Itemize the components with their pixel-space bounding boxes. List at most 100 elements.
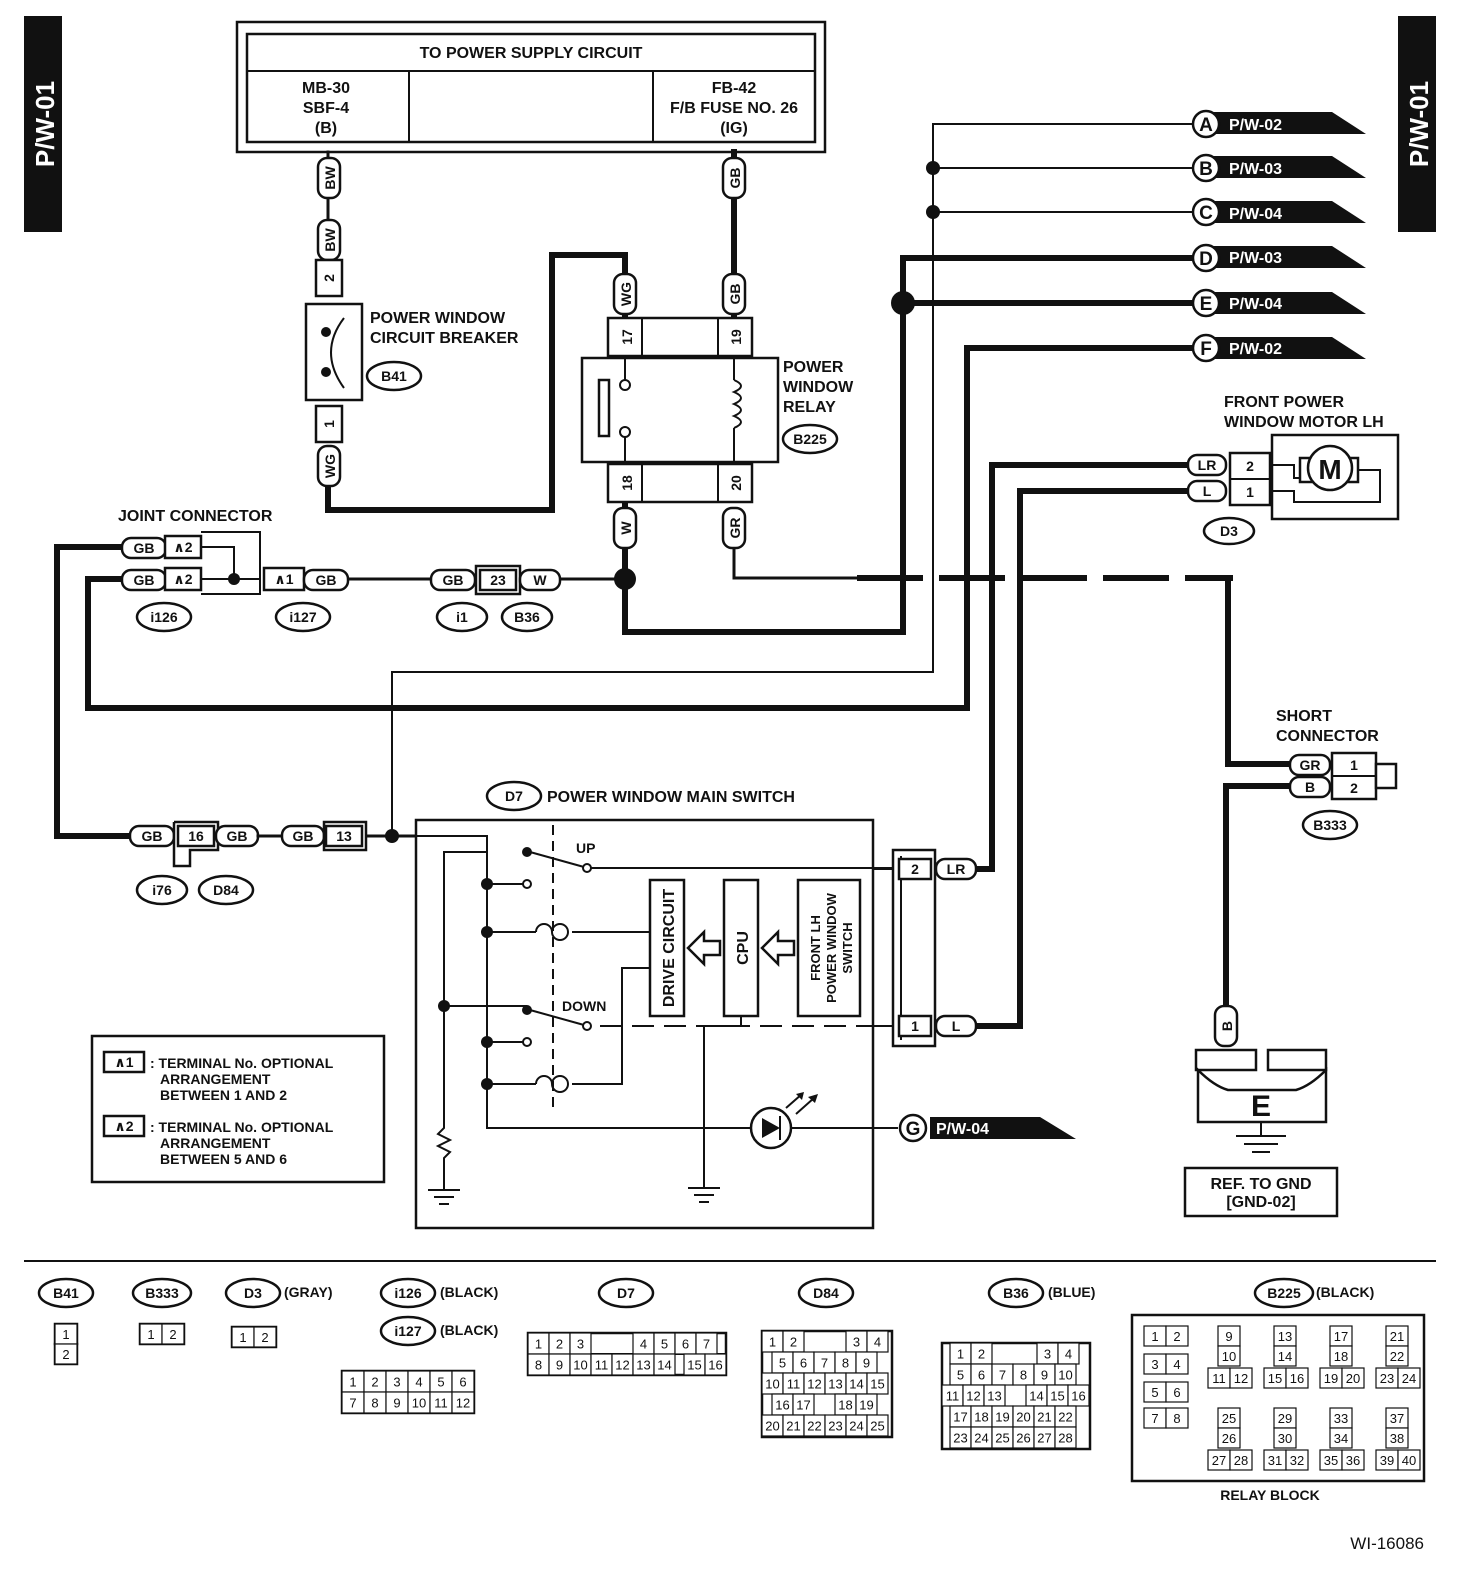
- supply-right-line1: FB-42: [712, 80, 757, 97]
- b36-pin-15: 15: [1050, 1389, 1064, 1404]
- ref-d-letter: D: [1199, 249, 1213, 270]
- short-wire-b: B: [1305, 779, 1315, 795]
- d7-pin-15: 15: [687, 1358, 701, 1373]
- wire-tags-vertical: BW BW WG GB WG GB W GR B: [316, 156, 1239, 1048]
- d84-wire-gb-1: GB: [142, 828, 163, 844]
- d84-pin-9: 9: [863, 1356, 870, 1371]
- cv-b36-name: B36: [1003, 1285, 1029, 1301]
- supply-left-line1: MB-30: [302, 80, 350, 97]
- b225-pin-20-cell: [1341, 1367, 1365, 1389]
- cv-d3-note: (GRAY): [284, 1284, 333, 1300]
- d84-pin-20: 20: [765, 1419, 779, 1434]
- short-connector-label-1: SHORT: [1276, 708, 1332, 725]
- d84-pin-17: 17: [796, 1398, 810, 1413]
- b225-pin-5: 5: [1151, 1385, 1158, 1400]
- d7-pin-14-cell: [653, 1353, 676, 1376]
- b36-pin-3: 3: [1044, 1347, 1051, 1362]
- cv-i126-name: i126: [394, 1285, 421, 1301]
- main-switch-cpu: CPU: [735, 931, 752, 965]
- ground-point: E REF. TO GND [GND-02]: [1183, 1048, 1339, 1218]
- b225-pin-11: 11: [1212, 1371, 1226, 1386]
- ref-c-page: P/W-04: [1229, 206, 1282, 223]
- cv-d3-name: D3: [244, 1285, 262, 1301]
- d84-pin-1: 1: [769, 1335, 776, 1350]
- b225-pin-20: 20: [1346, 1371, 1360, 1386]
- b225-pin-39: 39: [1380, 1453, 1394, 1468]
- main-switch-connector-id: D7: [505, 788, 523, 804]
- b225-pin-25: 25: [1222, 1411, 1236, 1426]
- d7-pin-10: 10: [573, 1358, 587, 1373]
- ref-b-letter: B: [1199, 159, 1213, 180]
- i126-pin-1: 1: [349, 1375, 356, 1390]
- breaker-pin-bottom: 1: [321, 420, 337, 428]
- d84-pin-3: 3: [853, 1335, 860, 1350]
- front-power-window-motor: FRONT POWER WINDOW MOTOR LH LR L 2 1 M D…: [1186, 394, 1400, 546]
- joint-wire-gb-3: GB: [316, 572, 337, 588]
- d7-pin-4: 4: [640, 1337, 647, 1352]
- b225-pin-4: 4: [1173, 1357, 1180, 1372]
- ref-g-page: P/W-04: [936, 1121, 989, 1138]
- b36-pin-12: 12: [966, 1389, 980, 1404]
- b225-pin-31: 31: [1268, 1453, 1282, 1468]
- d84-pin-13: 13: [828, 1377, 842, 1392]
- wire-tag-b-ground: B: [1219, 1021, 1235, 1031]
- legend-text-1a: : TERMINAL No. OPTIONAL: [150, 1055, 334, 1071]
- b41-pin-1: 1: [62, 1327, 69, 1342]
- d7-pin-16-cell: [704, 1353, 727, 1376]
- b225-pin-26: 26: [1222, 1431, 1236, 1446]
- short-pin-1: 1: [1350, 757, 1358, 773]
- ground-ref-1: REF. TO GND: [1210, 1176, 1311, 1193]
- b36-pin-13: 13: [987, 1389, 1001, 1404]
- d7-pin-11: 11: [595, 1358, 609, 1373]
- b36-pin-7: 7: [999, 1368, 1006, 1383]
- b36-pin-6: 6: [978, 1368, 985, 1383]
- b36-pin-28-cell: [1054, 1426, 1077, 1449]
- cv-b36-note: (BLUE): [1048, 1284, 1095, 1300]
- b225-pin-19: 19: [1324, 1371, 1338, 1386]
- legend-text-1b: ARRANGEMENT: [160, 1071, 271, 1087]
- b225-pin-35: 35: [1324, 1453, 1338, 1468]
- supply-left-line2: SBF-4: [303, 100, 349, 117]
- b225-pin-40: 40: [1402, 1453, 1416, 1468]
- b36-pin-18: 18: [974, 1410, 988, 1425]
- d7-pin-14: 14: [657, 1358, 671, 1373]
- d7-pin-5: 5: [661, 1337, 668, 1352]
- relay-label-2: WINDOW: [783, 379, 854, 396]
- b225-pin-24: 24: [1402, 1371, 1416, 1386]
- ref-e-page: P/W-04: [1229, 296, 1282, 313]
- d7-pin-9: 9: [556, 1358, 563, 1373]
- b225-pin-14: 14: [1278, 1349, 1292, 1364]
- supply-right-line2: F/B FUSE NO. 26: [670, 100, 798, 117]
- i126-pin-12: 12: [456, 1396, 470, 1411]
- cv-b225-name: B225: [1267, 1285, 1301, 1301]
- b225-pin-4-cell: [1165, 1353, 1189, 1375]
- b36-pin-24: 24: [974, 1431, 988, 1446]
- d84-pin-16: 16: [188, 828, 204, 844]
- b225-pin-28-cell: [1229, 1449, 1253, 1471]
- b225-pin-29: 29: [1278, 1411, 1292, 1426]
- ground-symbol-e: E: [1251, 1090, 1271, 1123]
- d84-pin-23: 23: [828, 1419, 842, 1434]
- joint-connector-label: JOINT CONNECTOR: [118, 508, 273, 525]
- short-wire-gr: GR: [1300, 757, 1321, 773]
- b225-pin-6: 6: [1173, 1385, 1180, 1400]
- ref-e-letter: E: [1200, 294, 1213, 315]
- relay-pin-18: 18: [619, 475, 635, 491]
- cv-i127-name: i127: [394, 1323, 421, 1339]
- motor-label-2: WINDOW MOTOR LH: [1224, 414, 1384, 431]
- b225-pin-18-cell: [1329, 1345, 1353, 1367]
- b36-pin-27: 27: [1037, 1431, 1051, 1446]
- main-switch-wire-l: L: [952, 1018, 961, 1034]
- legend-text-2a: : TERMINAL No. OPTIONAL: [150, 1119, 334, 1135]
- inline-wire-w: W: [533, 572, 547, 588]
- main-switch-wire-lr: LR: [947, 861, 966, 877]
- i126-pin-9: 9: [393, 1396, 400, 1411]
- right-page-tab: P/W-01: [1398, 16, 1436, 232]
- b225-pin-12-cell: [1229, 1367, 1253, 1389]
- b41-pin-2-cell: [54, 1343, 78, 1365]
- d84-pin-16: 16: [775, 1398, 789, 1413]
- b36-pin-25: 25: [995, 1431, 1009, 1446]
- figure-id: WI-16086: [1350, 1534, 1424, 1553]
- cv-b225-caption: RELAY BLOCK: [1220, 1487, 1320, 1503]
- d7-pin-7: 7: [703, 1337, 710, 1352]
